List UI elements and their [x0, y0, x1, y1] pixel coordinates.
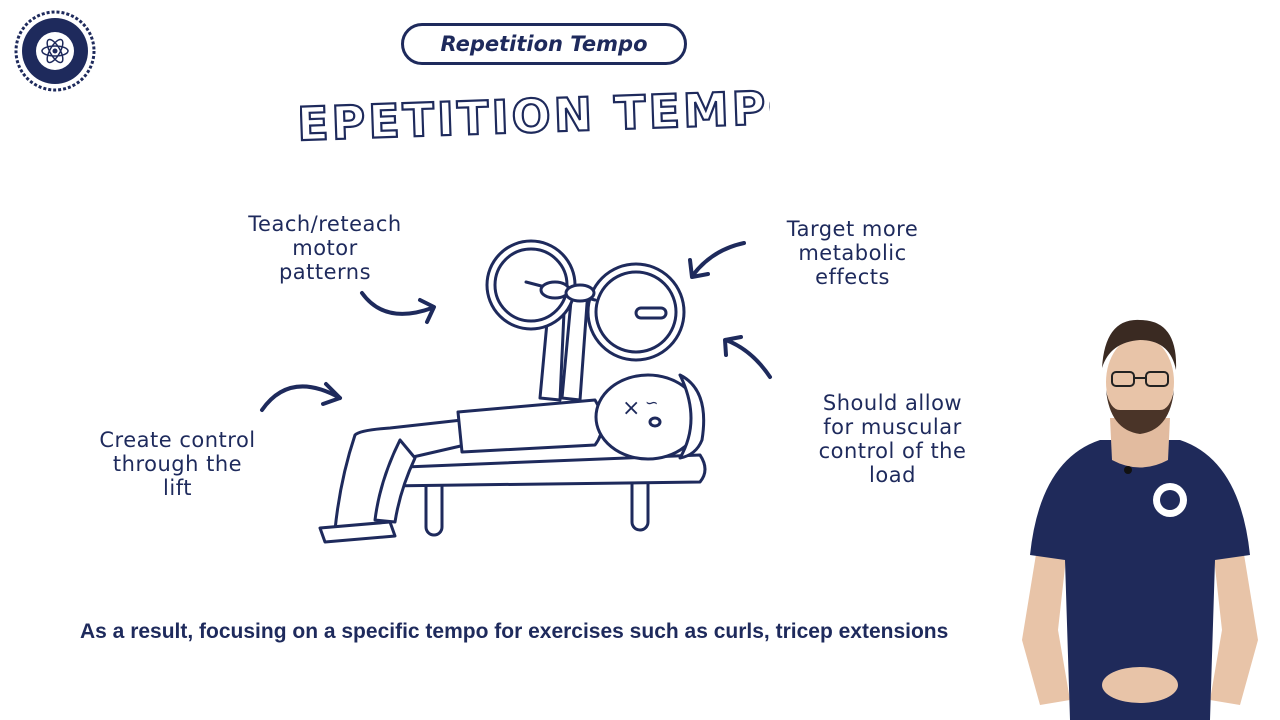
title-pill: Repetition Tempo — [401, 23, 687, 65]
note-line: patterns — [278, 260, 372, 284]
note-control: Create control through the lift — [65, 428, 290, 500]
note-line: Target more — [786, 217, 919, 241]
page-heading: REPETITION TEMPO — [300, 82, 770, 154]
note-muscular: Should allow for muscular control of the… — [780, 391, 1005, 487]
svg-text:×: × — [622, 396, 640, 421]
note-line: lift — [163, 476, 192, 500]
caption-subtitle: As a result, focusing on a specific temp… — [80, 620, 949, 643]
heading-text: REPETITION TEMPO — [300, 82, 770, 153]
note-line: load — [869, 463, 916, 487]
note-line: effects — [815, 265, 890, 289]
note-line: for muscular — [823, 415, 962, 439]
note-line: Teach/reteach — [248, 212, 402, 236]
note-target: Target more metabolic effects — [745, 217, 960, 289]
note-line: Should allow — [822, 391, 963, 415]
note-line: metabolic — [798, 241, 907, 265]
note-line: Create control — [99, 428, 256, 452]
bench-press-illustration: × ∽ — [318, 239, 707, 544]
presenter-image — [1022, 319, 1258, 720]
academy-logo — [14, 10, 96, 92]
note-line: control of the — [818, 439, 967, 463]
note-line: through the — [112, 452, 243, 476]
note-line: motor — [292, 236, 358, 260]
svg-text:∽: ∽ — [645, 393, 658, 412]
note-teach: Teach/reteach motor patterns — [210, 212, 440, 284]
